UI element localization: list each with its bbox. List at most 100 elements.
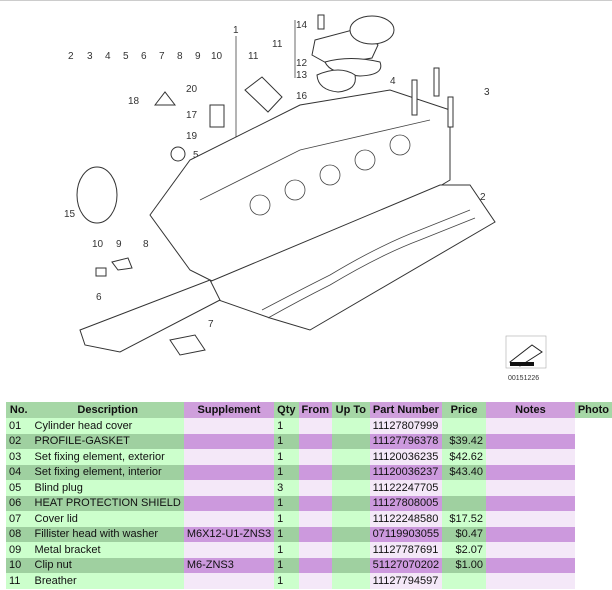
callout: 19: [186, 131, 198, 142]
image-code: 00151226: [508, 375, 539, 382]
cell-desc: Metal bracket: [31, 542, 184, 558]
callout: 9: [116, 239, 122, 250]
callout-index-row: 2 3 4 5 6 7 8 9 10 11 1: [68, 25, 259, 62]
cell-photo: [574, 511, 612, 527]
cell-notes: [486, 495, 575, 511]
cell-supp: [183, 495, 275, 511]
cell-part: 11120036237: [369, 464, 443, 480]
cell-upto: [332, 418, 370, 434]
cell-price: [442, 480, 486, 496]
cell-qty: 1: [274, 573, 299, 589]
cell-from: [298, 418, 333, 434]
cell-supp: [183, 449, 275, 465]
cell-supp: [183, 573, 275, 589]
cell-photo: [574, 526, 612, 542]
cell-upto: [332, 526, 370, 542]
cell-price: [442, 418, 486, 434]
callout: 6: [141, 51, 147, 62]
callout: 4: [390, 76, 396, 87]
cell-supp: [183, 480, 275, 496]
cell-price: $2.07: [442, 542, 486, 558]
cell-supp: [183, 433, 275, 449]
callout: 8: [143, 239, 149, 250]
cell-qty: 1: [274, 449, 299, 465]
cell-notes: [486, 573, 575, 589]
callout: 13: [296, 70, 308, 81]
cell-part: 11127808005: [369, 495, 443, 511]
cell-supp: M6X12-U1-ZNS3: [183, 526, 275, 542]
callout: 3: [484, 87, 490, 98]
cell-photo: [574, 449, 612, 465]
callout: 4: [105, 51, 111, 62]
cell-desc: Set fixing element, exterior: [31, 449, 184, 465]
cell-from: [298, 449, 333, 465]
cell-qty: 1: [274, 433, 299, 449]
cell-part: 11122248580: [369, 511, 443, 527]
cell-photo: [574, 418, 612, 434]
cell-from: [298, 542, 333, 558]
callout: 18: [128, 96, 140, 107]
callout: 7: [208, 319, 214, 330]
cell-from: [298, 495, 333, 511]
cell-no: 02: [6, 433, 32, 449]
cell-no: 09: [6, 542, 32, 558]
header-no: No.: [6, 402, 32, 418]
cell-qty: 1: [274, 464, 299, 480]
cell-desc: Set fixing element, interior: [31, 464, 184, 480]
cell-from: [298, 557, 333, 573]
cell-from: [298, 511, 333, 527]
cell-price: $0.47: [442, 526, 486, 542]
cell-qty: 1: [274, 418, 299, 434]
cell-upto: [332, 449, 370, 465]
cell-part: 11127787691: [369, 542, 443, 558]
cell-upto: [332, 464, 370, 480]
cell-part: 51127070202: [369, 557, 443, 573]
header-photo: Photo: [574, 402, 612, 418]
header-notes: Notes: [486, 402, 575, 418]
callout: 3: [87, 51, 93, 62]
header-description: Description: [31, 402, 184, 418]
cell-from: [298, 433, 333, 449]
cell-part: 11127794597: [369, 573, 443, 589]
cell-qty: 3: [274, 480, 299, 496]
cell-desc: Cylinder head cover: [31, 418, 184, 434]
cell-price: $42.62: [442, 449, 486, 465]
header-part-number: Part Number: [369, 402, 443, 418]
callout: 12: [296, 58, 308, 69]
parts-diagram: 2 3 4 5 6 7 8 9 10 11 1 14 11 12 13 16 2…: [0, 0, 612, 382]
cell-notes: [486, 464, 575, 480]
header-price: Price: [442, 402, 486, 418]
cell-desc: Breather: [31, 573, 184, 589]
cell-no: 03: [6, 449, 32, 465]
cell-from: [298, 526, 333, 542]
cell-part: 07119903055: [369, 526, 443, 542]
cell-desc: HEAT PROTECTION SHIELD: [31, 495, 184, 511]
cell-supp: [183, 511, 275, 527]
cell-no: 11: [6, 573, 32, 589]
cell-upto: [332, 511, 370, 527]
cell-qty: 1: [274, 511, 299, 527]
cell-qty: 1: [274, 526, 299, 542]
cell-upto: [332, 480, 370, 496]
cell-no: 05: [6, 480, 32, 496]
header-from: From: [298, 402, 333, 418]
callout: 11: [272, 39, 283, 50]
cell-notes: [486, 433, 575, 449]
cell-price: $43.40: [442, 464, 486, 480]
cell-desc: Fillister head with washer: [31, 526, 184, 542]
cell-notes: [486, 557, 575, 573]
cell-notes: [486, 526, 575, 542]
cell-desc: PROFILE-GASKET: [31, 433, 184, 449]
cell-no: 01: [6, 418, 32, 434]
cell-part: 11127807999: [369, 418, 443, 434]
callout: 9: [195, 51, 201, 62]
cell-upto: [332, 433, 370, 449]
